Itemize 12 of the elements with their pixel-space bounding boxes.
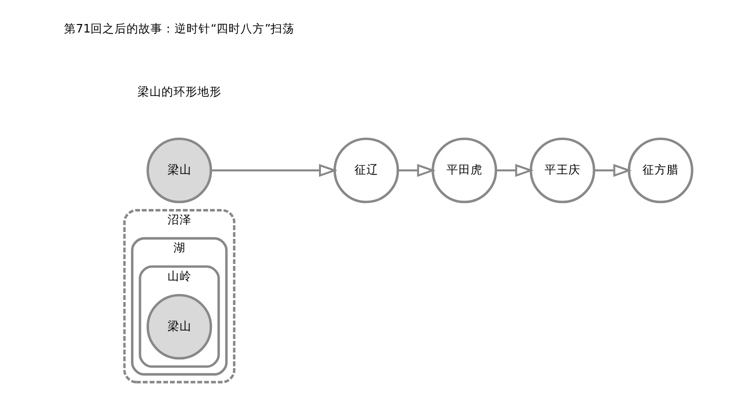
node-circle: 平王庆 (529, 138, 595, 204)
label: 梁山的环形地形 (136, 84, 221, 99)
node-circle: 平田虎 (431, 138, 497, 204)
arrow (397, 164, 436, 177)
node-circle: 征方腊 (627, 138, 693, 204)
node-circle: 梁山 (146, 138, 212, 204)
node-circle: 征辽 (333, 138, 399, 204)
label: 第71回之后的故事：逆时针“四时八方”扫荡 (63, 22, 294, 36)
arrow (594, 164, 632, 177)
arrow (210, 164, 337, 177)
node-circle: 梁山 (146, 294, 212, 360)
arrow (496, 164, 534, 177)
